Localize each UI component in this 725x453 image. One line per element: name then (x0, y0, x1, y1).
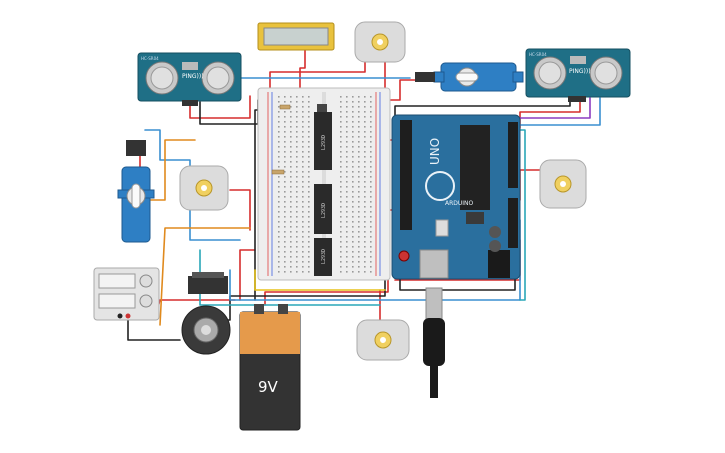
dc-motor-bottom[interactable] (356, 319, 410, 361)
dc-motor-top[interactable] (354, 21, 406, 63)
sensor-right-model: HC-SR04 (529, 52, 547, 57)
battery-9v[interactable]: 9V (239, 304, 301, 431)
dc-motor-left[interactable] (179, 165, 229, 211)
sensor-left-brand: PING))) (182, 73, 204, 80)
dc-motor-right[interactable] (539, 159, 587, 209)
sensor-right-brand: PING))) (569, 68, 591, 75)
usb-port (419, 249, 449, 279)
arduino-uno-board[interactable]: UNO ARDUINO (391, 114, 521, 280)
servo-motor-left[interactable] (117, 140, 155, 243)
breadboard[interactable]: L293D L293D L293D (257, 87, 391, 281)
lcd-display-module[interactable] (257, 22, 335, 51)
pushbutton[interactable] (317, 104, 327, 112)
reset-button[interactable] (398, 250, 410, 262)
resistor[interactable] (271, 169, 285, 175)
servo-motor-top[interactable] (415, 62, 524, 92)
resistor[interactable] (279, 104, 291, 110)
battery-label: 9V (258, 378, 279, 396)
rotary-encoder[interactable] (181, 272, 231, 355)
power-supply[interactable] (93, 267, 160, 321)
chip-label-2: L293D (321, 203, 327, 218)
chip-label-3: L293D (321, 249, 327, 264)
chip-label-1: L293D (321, 135, 327, 150)
arduino-model-label: UNO (428, 138, 442, 165)
sensor-left-model: HC-SR04 (141, 56, 159, 61)
power-jack (488, 250, 510, 278)
arduino-brand-label: ARDUINO (445, 200, 474, 207)
ultrasonic-sensor-right[interactable]: PING))) HC-SR04 (525, 48, 631, 102)
ultrasonic-sensor-left[interactable]: PING))) HC-SR04 (137, 52, 242, 106)
breadboard-holes (278, 96, 372, 273)
usb-cable (423, 287, 445, 398)
